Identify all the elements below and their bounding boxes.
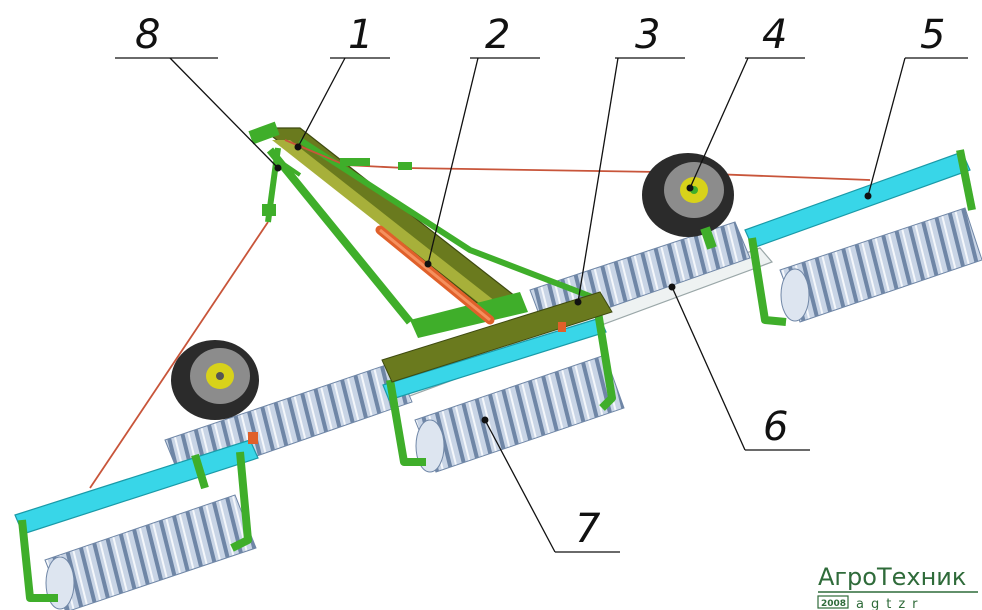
tension-cables [89,139,871,489]
roller-frames [18,149,976,602]
brackets [248,322,566,444]
logo-year: 2008 [821,599,846,609]
hitch-post [262,147,302,223]
callout-label: 3 [635,12,660,58]
drawbar [248,121,613,383]
callout-1: 1 [294,12,390,151]
callout-4: 4 [686,12,805,192]
callout-8: 8 [115,12,282,172]
callout-label: 4 [762,12,787,58]
callout-7: 7 [481,416,620,553]
logo-name: АгроТехник [818,563,966,591]
callout-2: 2 [424,12,540,268]
roller-section-front [44,207,982,610]
callout-label: 2 [485,12,510,58]
transport-wheel-right [642,153,734,250]
transport-wheel-left [171,340,259,420]
callout-label: 8 [135,12,160,58]
callout-3: 3 [574,12,685,306]
callout-label: 1 [348,12,373,58]
callout-5: 5 [864,12,968,200]
callout-label: 7 [575,506,601,552]
brand-logo: АгроТехник 2008 agtzr [817,563,978,610]
callout-6: 6 [668,283,810,451]
callout-label: 5 [920,12,945,58]
machine-illustration [14,121,982,610]
logo-subtitle: agtzr [856,597,924,610]
callout-label: 6 [763,404,788,450]
hydraulic-cylinder [375,225,495,325]
